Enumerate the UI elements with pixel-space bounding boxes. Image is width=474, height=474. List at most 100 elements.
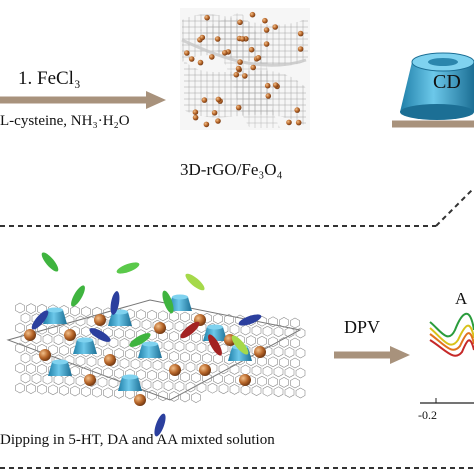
reaction-arrow-1-head: [146, 91, 166, 109]
lattice-cell: [218, 383, 229, 395]
lattice-cell: [268, 336, 278, 348]
lattice-cell: [31, 373, 42, 384]
fe3o4-particle: [239, 36, 246, 42]
lattice-cell: [42, 333, 53, 345]
lattice-cell: [59, 325, 69, 336]
lattice-cell: [119, 358, 130, 369]
fe3o4-particle: [297, 46, 304, 52]
cyclodextrin-icon: [400, 52, 474, 120]
fe3o4-particle: [242, 73, 248, 79]
lattice-cell: [213, 313, 223, 325]
analyte-molecule: [154, 413, 166, 437]
cd-unit-top: [172, 294, 188, 300]
lattice-cell: [229, 324, 240, 335]
fe3o4-particle: [214, 36, 221, 42]
cd-unit: [48, 362, 72, 376]
lattice-cell: [295, 367, 306, 379]
fe3o4-particle: [294, 107, 301, 113]
fe3o4-particle: [265, 93, 272, 99]
cd-unit-top: [77, 337, 93, 343]
lattice-cell: [141, 379, 152, 390]
surface-particle: [169, 364, 181, 376]
lattice-cell: [202, 352, 212, 364]
fe3o4-particle: [235, 65, 242, 72]
lattice-cell: [295, 387, 306, 399]
lattice-cell: [125, 328, 135, 340]
fe3o4-particle: [201, 97, 208, 103]
fe3o4-particle: [192, 109, 199, 115]
lattice-cell: [15, 382, 25, 394]
lattice-cell: [257, 355, 267, 367]
lattice-cell: [147, 389, 157, 401]
surface-particle: [104, 354, 116, 366]
fe3o4-particle: [263, 41, 270, 47]
lattice-cell: [251, 365, 262, 376]
lattice-cell: [174, 321, 185, 332]
lattice-cell: [20, 352, 31, 364]
lattice-cell: [20, 372, 31, 384]
lattice-cell: [53, 334, 64, 346]
analyte-molecule: [185, 273, 205, 291]
surface-particle: [134, 394, 146, 406]
lattice-cell: [257, 375, 267, 387]
fe3o4-particle: [297, 30, 304, 37]
lattice-cell: [136, 369, 146, 380]
lattice-cell: [141, 319, 152, 330]
lattice-cell: [169, 311, 179, 322]
fe3o4-particle: [295, 119, 302, 126]
lattice-cell: [262, 385, 273, 397]
analyte-molecule: [162, 290, 174, 314]
method-label: DPV: [344, 317, 380, 337]
lattice-cell: [207, 382, 218, 394]
fe3o4-particle: [249, 11, 256, 18]
lattice-cell: [169, 391, 179, 402]
fe3o4-particle: [264, 82, 271, 89]
lattice-cell: [81, 386, 91, 397]
lattice-cell: [15, 362, 25, 374]
surface-particle: [154, 322, 166, 334]
lattice-cell: [75, 355, 86, 367]
fe3o4-particle: [233, 71, 240, 78]
lattice-cell: [108, 377, 119, 389]
bottom-particles: [24, 314, 266, 406]
lattice-cell: [64, 375, 75, 386]
fe3o4-particle: [215, 96, 222, 103]
lattice-cell: [169, 331, 179, 342]
cd-unit-top: [122, 374, 138, 380]
lattice-cell: [64, 355, 75, 366]
cd-unit-top: [47, 307, 63, 313]
lattice-cell: [125, 388, 135, 400]
fe3o4-particle: [237, 59, 243, 65]
lattice-cell: [152, 379, 163, 391]
fe3o4-particle: [192, 114, 199, 121]
lattice-cell: [284, 347, 295, 358]
surface-particle: [64, 329, 76, 341]
cd-unit: [43, 310, 67, 324]
lattice-cell: [130, 318, 141, 330]
lattice-cell: [53, 374, 64, 386]
cd-unit: [73, 340, 97, 354]
fe3o4-particle: [250, 64, 256, 71]
lattice-cell: [180, 351, 190, 363]
lattice-cell: [251, 325, 262, 336]
lattice-cell: [196, 382, 207, 393]
conditions-label: L-cysteine, NH₃·H₂O: [0, 113, 130, 129]
fe3o4-particle: [215, 118, 221, 124]
lattice-cell: [284, 387, 295, 398]
rgo-fe3o4-graphic: [180, 8, 310, 130]
fe3o4-particle: [184, 50, 190, 56]
lattice-cell: [202, 372, 212, 384]
lattice-cell: [48, 344, 58, 356]
lattice-cell: [163, 340, 174, 352]
lattice-cell: [229, 384, 240, 395]
surface-particle: [239, 374, 251, 386]
lattice-cell: [147, 309, 157, 321]
lattice-cell: [295, 327, 306, 339]
lattice-cell: [114, 348, 124, 359]
cd-unit: [118, 377, 142, 391]
fe3o4-particle: [262, 17, 268, 24]
fe3o4-particle: [237, 19, 243, 26]
lattice-cell: [290, 357, 300, 369]
fe3o4-particle: [197, 59, 204, 66]
surface-particle: [84, 374, 96, 386]
